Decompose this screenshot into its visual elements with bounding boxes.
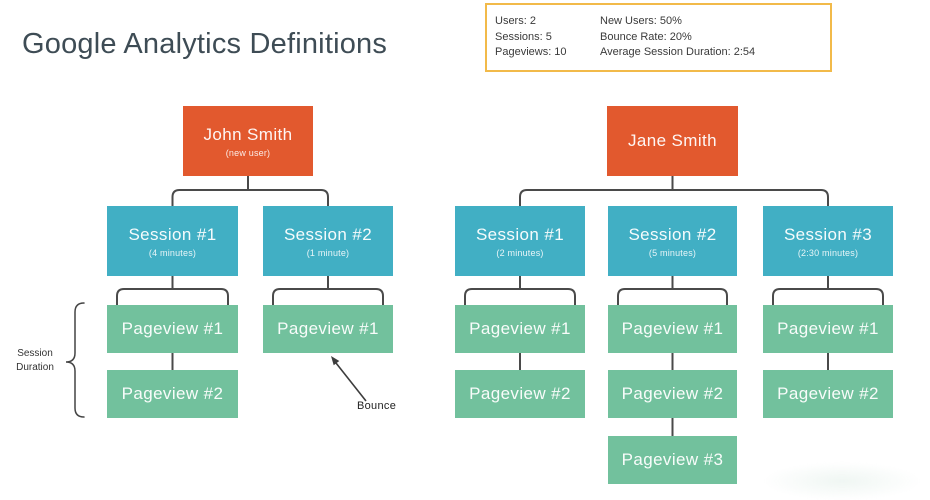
pageview-box-john-s1-1: Pageview #1: [107, 305, 238, 353]
pageview-label: Pageview #1: [277, 319, 379, 338]
session-label: Session #2: [628, 224, 717, 244]
session-label: Session #3: [783, 224, 873, 244]
pageview-box-jane-s1-2: Pageview #2: [455, 370, 585, 418]
session-box-jane-1: Session #1 (2 minutes): [455, 206, 585, 276]
session-label: Session #1: [128, 224, 217, 244]
stat-new-users: New Users: 50%: [600, 15, 682, 27]
pageview-box-jane-s3-2: Pageview #2: [763, 370, 893, 418]
user-name: John Smith: [203, 124, 293, 144]
session-box-jane-2: Session #2 (5 minutes): [608, 206, 737, 276]
pageview-label: Pageview #2: [621, 384, 724, 403]
stat-pageviews: Pageviews: 10: [495, 46, 567, 58]
pageview-label: Pageview #1: [469, 319, 571, 338]
session-box-john-2: Session #2 (1 minute): [263, 206, 393, 276]
pageview-label: Pageview #3: [621, 450, 724, 469]
stat-users: Users: 2: [495, 15, 536, 27]
session-label: Session #1: [475, 224, 565, 244]
pageview-label: Pageview #1: [777, 319, 879, 338]
stats-panel: Users: 2 Sessions: 5 Pageviews: 10 New U…: [485, 3, 832, 72]
session-label: Session #2: [283, 224, 373, 244]
pageview-label: Pageview #1: [621, 319, 724, 338]
session-duration-label: Session Duration: [16, 348, 54, 373]
session-duration-subtitle: (1 minute): [306, 247, 350, 258]
stat-bounce-rate: Bounce Rate: 20%: [600, 30, 692, 43]
session-duration-subtitle: (4 minutes): [148, 247, 197, 258]
stat-avg-session-duration: Average Session Duration: 2:54: [600, 46, 756, 58]
pageview-label: Pageview #1: [121, 319, 224, 338]
pageview-box-jane-s2-3: Pageview #3: [608, 436, 737, 484]
user-name: Jane Smith: [627, 131, 718, 150]
page-title: Google Analytics Definitions: [22, 28, 388, 60]
pageview-box-john-s1-2: Pageview #2: [107, 370, 238, 418]
pageview-label: Pageview #2: [469, 384, 571, 403]
session-duration-subtitle: (2 minutes): [496, 247, 544, 258]
pageview-box-jane-s1-1: Pageview #1: [455, 305, 585, 353]
stats-column-left: Users: 2 Sessions: 5 Pageviews: 10: [495, 14, 600, 70]
session-box-john-1: Session #1 (4 minutes): [107, 206, 238, 276]
pageview-box-john-s2-1: Pageview #1: [263, 305, 393, 353]
user-box-john-smith: John Smith (new user): [183, 106, 313, 176]
bounce-arrow: [335, 362, 367, 402]
session-duration-brace: [65, 302, 85, 418]
watermark: [762, 462, 922, 500]
session-box-jane-3: Session #3 (2:30 minutes): [763, 206, 893, 276]
stat-sessions: Sessions: 5: [495, 30, 552, 43]
user-subtitle: (new user): [225, 147, 271, 158]
pageview-box-jane-s2-1: Pageview #1: [608, 305, 737, 353]
user-box-jane-smith: Jane Smith: [607, 106, 738, 176]
pageview-label: Pageview #2: [121, 384, 224, 403]
session-duration-subtitle: (5 minutes): [648, 247, 697, 258]
pageview-box-jane-s3-1: Pageview #1: [763, 305, 893, 353]
bounce-arrow-head: [331, 356, 340, 366]
pageview-label: Pageview #2: [777, 384, 879, 403]
session-duration-subtitle: (2:30 minutes): [797, 247, 859, 258]
bounce-label: Bounce: [357, 400, 397, 412]
pageview-box-jane-s2-2: Pageview #2: [608, 370, 737, 418]
stats-column-right: New Users: 50% Bounce Rate: 20% Average …: [600, 14, 830, 70]
